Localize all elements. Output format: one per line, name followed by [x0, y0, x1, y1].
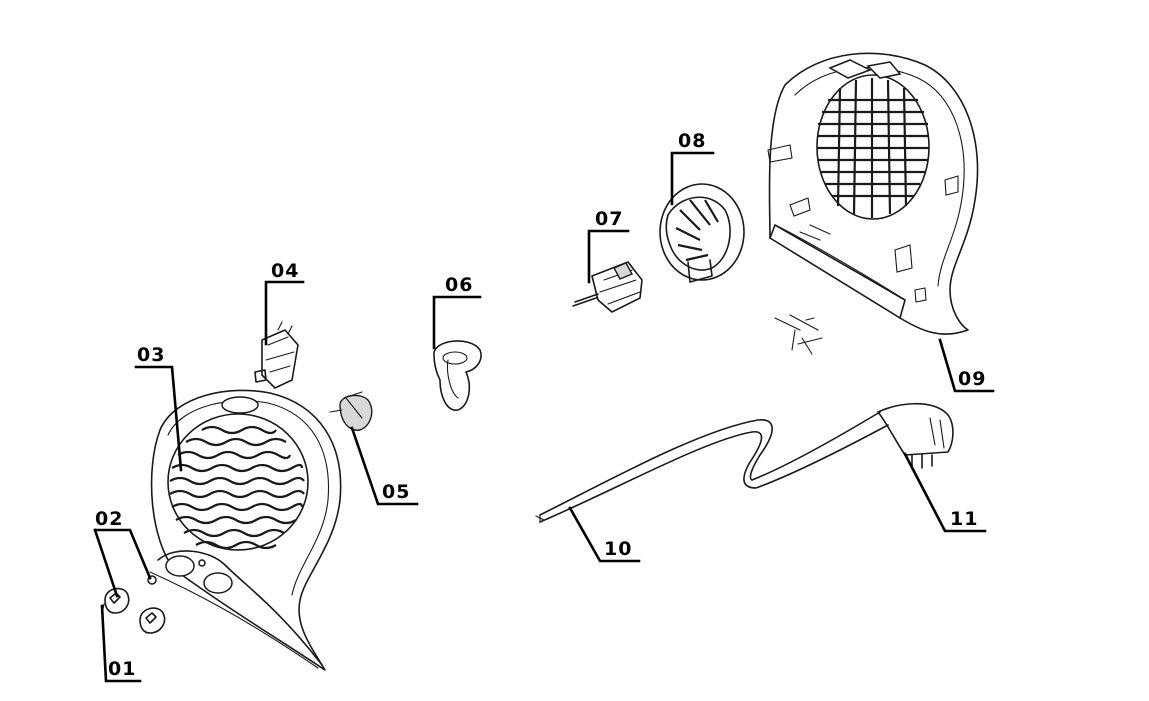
callout-04: 04 [264, 260, 305, 346]
label-05: 05 [382, 481, 410, 503]
label-07: 07 [595, 208, 623, 230]
label-02: 02 [95, 508, 123, 530]
label-08: 08 [678, 130, 706, 152]
label-04: 04 [271, 260, 299, 282]
callout-11: 11 [903, 452, 987, 533]
callout-09: 09 [938, 338, 995, 393]
label-09: 09 [958, 368, 986, 390]
label-01: 01 [108, 658, 136, 680]
front-housing [149, 389, 342, 671]
fan-part [659, 183, 745, 283]
rear-housing [767, 52, 979, 355]
label-10: 10 [604, 538, 632, 560]
knobs [101, 587, 166, 634]
thermostat-part [329, 391, 373, 431]
label-06: 06 [445, 274, 473, 296]
callout-08: 08 [670, 130, 715, 206]
callout-06: 06 [432, 274, 482, 350]
callout-01: 01 [100, 604, 142, 683]
label-03: 03 [137, 344, 165, 366]
power-cord [535, 411, 889, 523]
heating-element [433, 340, 482, 411]
callout-02: 02 [93, 508, 152, 598]
front-grille [167, 413, 309, 551]
motor-part [572, 261, 643, 313]
label-11: 11 [950, 508, 978, 530]
switch-part [254, 321, 299, 389]
callout-05: 05 [350, 426, 419, 506]
plug [877, 402, 954, 469]
callout-03: 03 [134, 344, 183, 472]
rear-grille [817, 78, 929, 218]
callout-10: 10 [568, 506, 641, 563]
callout-07: 07 [587, 208, 630, 284]
